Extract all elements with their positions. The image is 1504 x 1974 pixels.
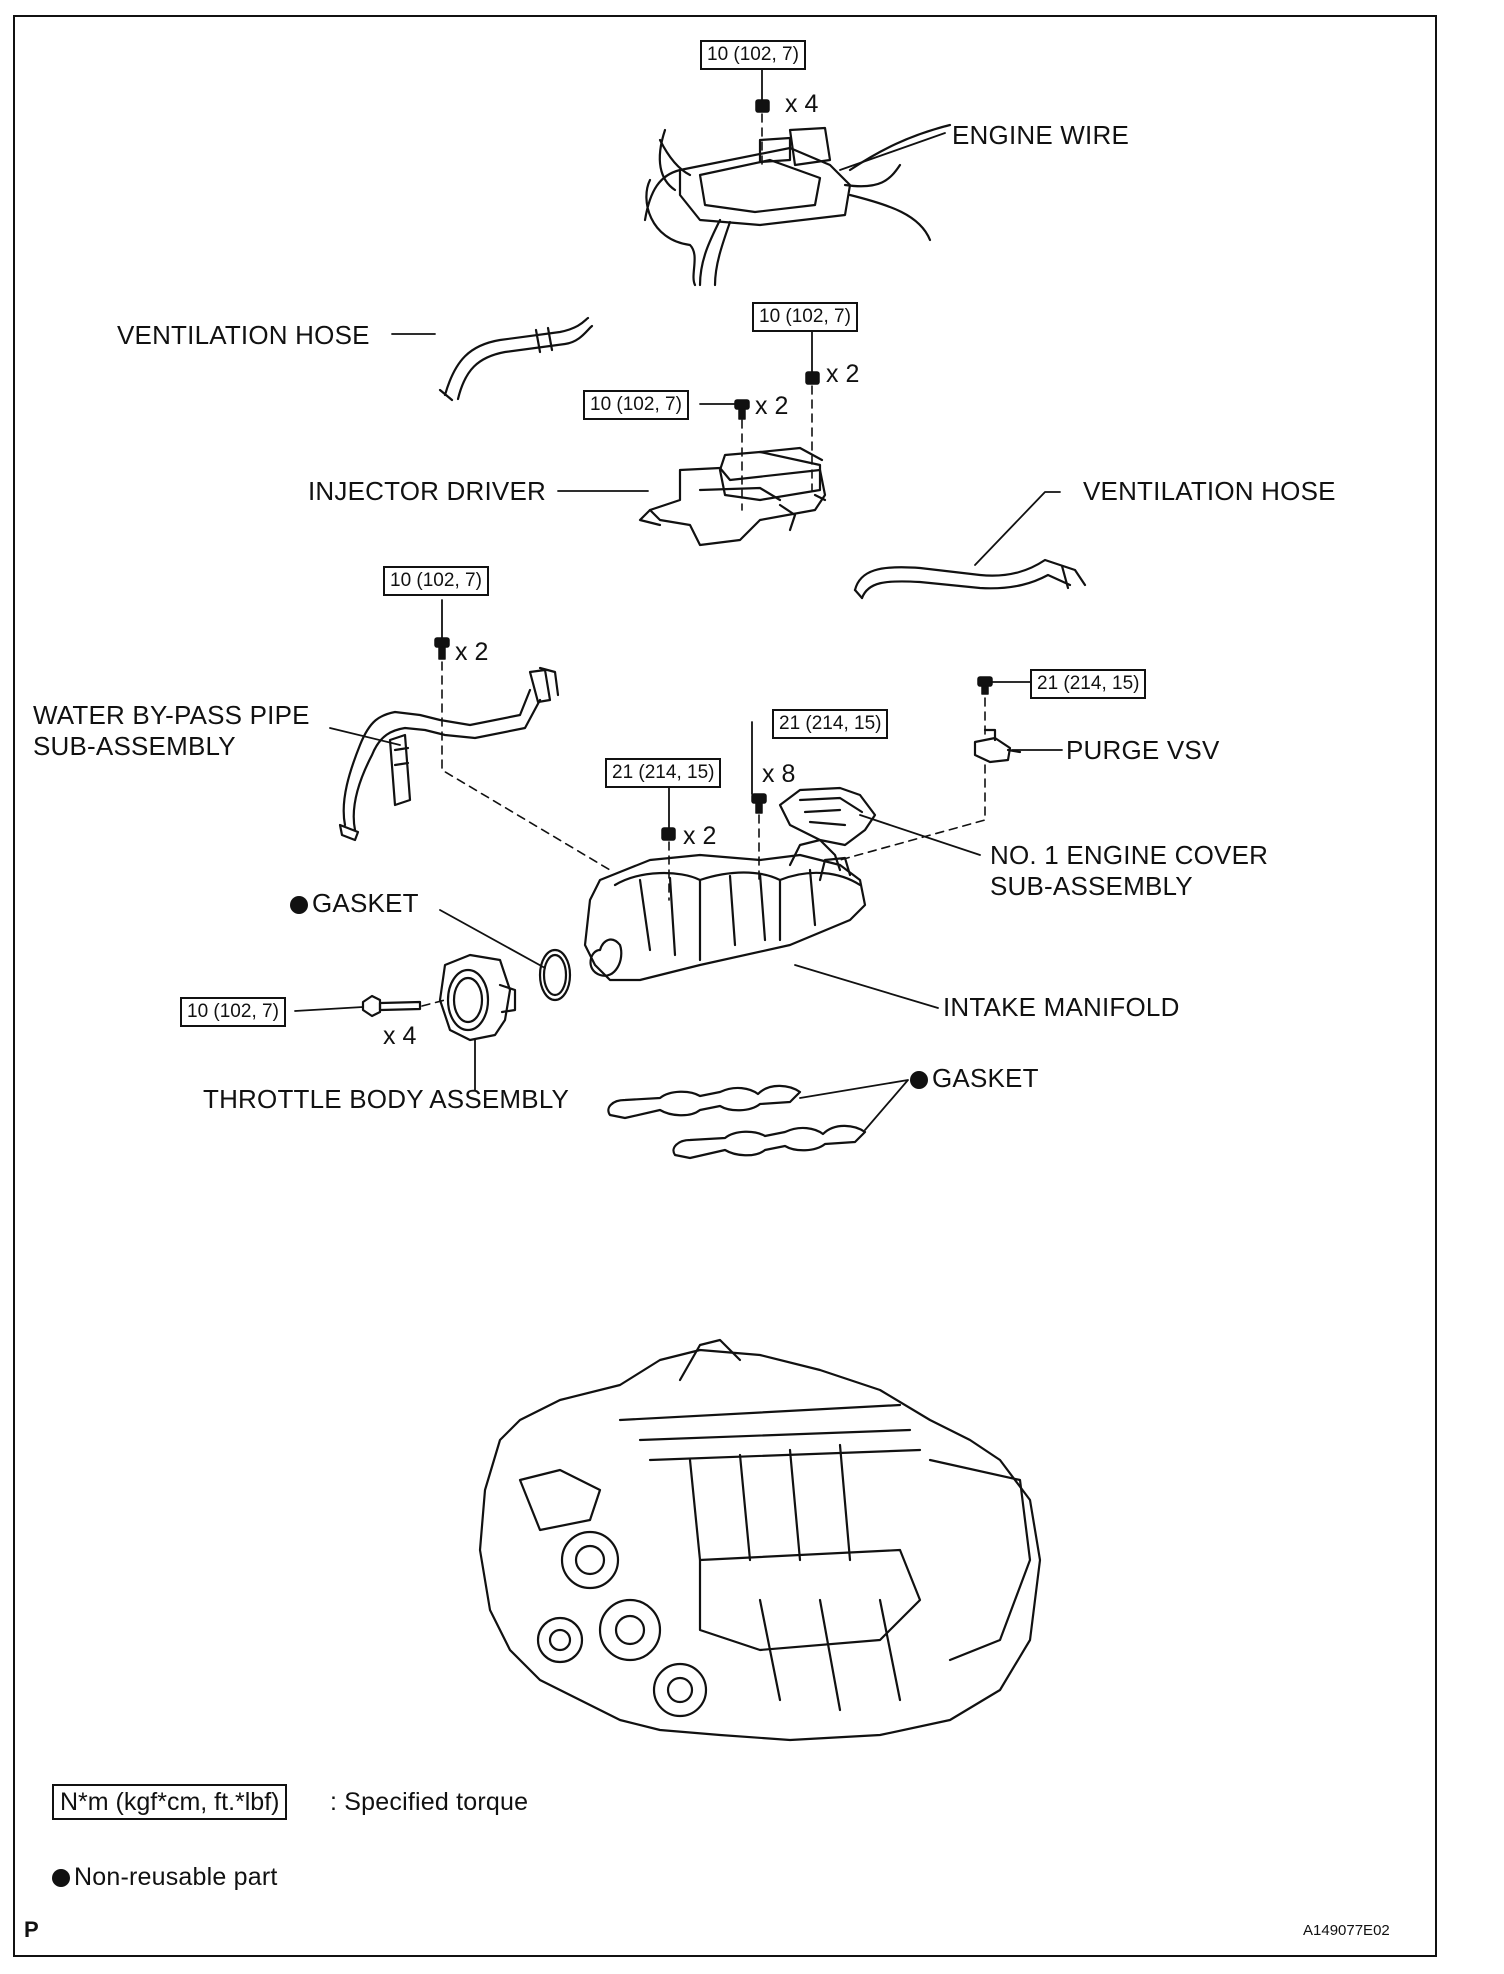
label-gasket-top-text: GASKET xyxy=(312,888,419,918)
torque-manifold: 21 (214, 15) xyxy=(605,758,722,788)
label-injector-driver: INJECTOR DRIVER xyxy=(308,476,546,506)
label-ventilation-hose-left: VENTILATION HOSE xyxy=(117,320,370,350)
nut-engine-wire xyxy=(755,99,770,113)
qty-cover: x 8 xyxy=(762,760,796,788)
bolt-purge-vsv xyxy=(977,676,993,695)
bolt-water-bypass xyxy=(434,637,450,660)
nut-injector-upper xyxy=(805,371,820,385)
torque-injector-left: 10 (102, 7) xyxy=(583,390,689,420)
qty-injector-left: x 2 xyxy=(755,392,789,420)
assembly-guide-lines xyxy=(421,113,986,1007)
qty-throttle: x 4 xyxy=(383,1022,417,1050)
legend-nonreusable-text: Non-reusable part xyxy=(74,1863,278,1891)
label-gasket-bottom-text: GASKET xyxy=(932,1063,1039,1093)
torque-water-bypass: 10 (102, 7) xyxy=(383,566,489,596)
label-engine-cover-line1: NO. 1 ENGINE COVER xyxy=(990,840,1269,870)
torque-purge-vsv: 21 (214, 15) xyxy=(1030,669,1147,699)
label-ventilation-hose-right: VENTILATION HOSE xyxy=(1083,476,1336,506)
label-gasket-bottom: GASKET xyxy=(910,1063,1039,1093)
manifold-gasket-drawing xyxy=(607,1084,867,1160)
ventilation-hose-right-drawing xyxy=(853,558,1087,600)
label-engine-wire: ENGINE WIRE xyxy=(952,120,1129,150)
purge-vsv-drawing xyxy=(973,728,1022,764)
legend-nonreusable: Non-reusable part xyxy=(52,1862,278,1892)
qty-water-bypass: x 2 xyxy=(455,638,489,666)
qty-injector-upper: x 2 xyxy=(826,360,860,388)
torque-cover: 21 (214, 15) xyxy=(772,709,889,739)
bolt-cover xyxy=(751,793,767,814)
leader-lines xyxy=(294,54,1063,1131)
qty-manifold: x 2 xyxy=(683,822,717,850)
legend-torque-description: : Specified torque xyxy=(330,1788,529,1816)
engine-cover-drawing xyxy=(778,786,877,847)
injector-driver-drawing xyxy=(638,446,827,547)
ventilation-hose-left-drawing xyxy=(438,316,594,402)
qty-engine-wire: x 4 xyxy=(785,90,819,118)
nonreusable-dot-icon xyxy=(52,1869,70,1887)
legend-torque-box: N*m (kgf*cm, ft.*lbf) xyxy=(52,1784,288,1820)
torque-throttle: 10 (102, 7) xyxy=(180,997,286,1027)
throttle-bolt-drawing xyxy=(361,994,422,1018)
label-water-bypass-line2: SUB-ASSEMBLY xyxy=(33,731,236,761)
gasket-ring-drawing xyxy=(538,948,572,1002)
throttle-body-drawing xyxy=(438,953,517,1042)
label-engine-cover-line2: SUB-ASSEMBLY xyxy=(990,871,1193,901)
torque-engine-wire: 10 (102, 7) xyxy=(700,40,806,70)
footer-page-marker: P xyxy=(24,1917,39,1942)
label-throttle-body: THROTTLE BODY ASSEMBLY xyxy=(203,1084,570,1114)
bolt-injector-left xyxy=(734,399,750,420)
engine-assembly-drawing xyxy=(478,1338,1042,1742)
label-water-bypass-line1: WATER BY-PASS PIPE xyxy=(33,700,310,730)
label-gasket-top: GASKET xyxy=(290,888,419,918)
torque-injector-upper: 10 (102, 7) xyxy=(752,302,858,332)
label-purge-vsv: PURGE VSV xyxy=(1066,735,1220,765)
nut-manifold xyxy=(661,827,676,841)
label-intake-manifold: INTAKE MANIFOLD xyxy=(943,992,1180,1022)
figure-code: A149077E02 xyxy=(1303,1922,1390,1939)
nonreusable-dot-icon xyxy=(910,1071,928,1089)
diagram-frame xyxy=(13,15,1437,1957)
nonreusable-dot-icon xyxy=(290,896,308,914)
intake-manifold-drawing xyxy=(583,838,867,982)
engine-wire-drawing xyxy=(643,123,952,287)
water-bypass-pipe-drawing xyxy=(338,666,560,842)
